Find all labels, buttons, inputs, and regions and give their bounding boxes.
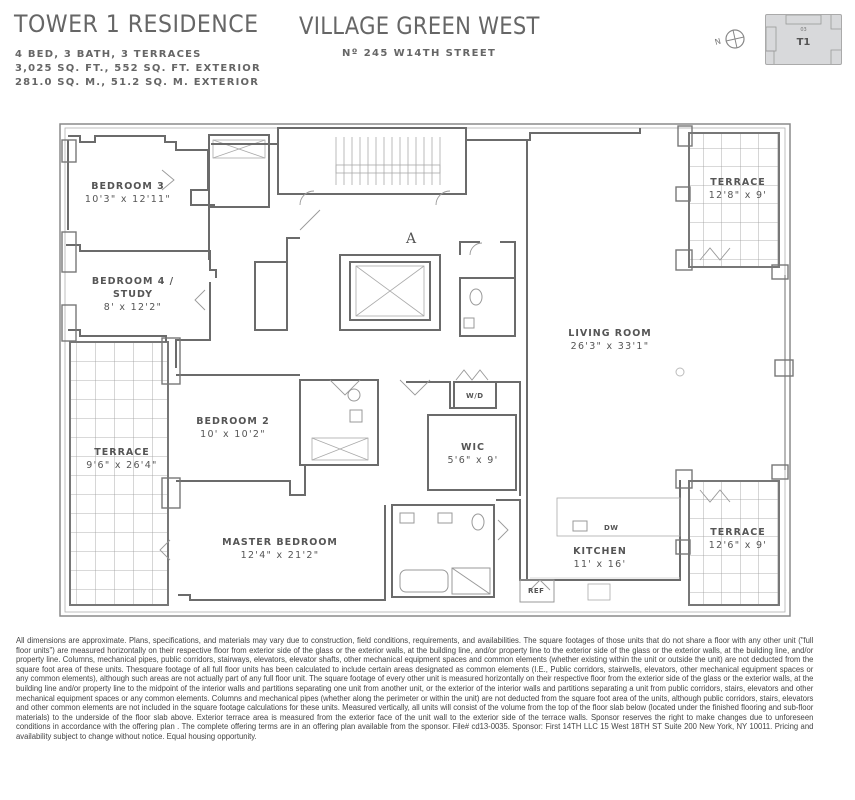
north-arrow-icon: N (713, 25, 747, 57)
room-bedroom-4-study: BEDROOM 4 / STUDY 8' x 12'2" (91, 276, 175, 313)
room-terrace-northeast: TERRACE 12'8" x 9' (708, 177, 768, 201)
room-living-room: LIVING ROOM 26'3" x 33'1" (568, 328, 652, 352)
legal-disclaimer: All dimensions are approximate. Plans, s… (16, 636, 814, 741)
unit-specs: 4 BED, 3 BATH, 3 TERRACES 3,025 SQ. FT.,… (15, 48, 261, 90)
room-terrace-southeast: TERRACE 12'6" x 9' (708, 527, 768, 551)
room-bedroom-3: BEDROOM 3 10'3" x 12'11" (84, 181, 172, 205)
room-master-bedroom: MASTER BEDROOM 12'4" x 21'2" (222, 537, 338, 561)
spec-sqft: 3,025 SQ. FT., 552 SQ. FT. EXTERIOR (15, 63, 261, 74)
room-terrace-west: TERRACE 9'6" x 26'4" (86, 447, 158, 471)
washer-dryer-label: W/D (466, 392, 484, 400)
room-bedroom-2: BEDROOM 2 10' x 10'2" (196, 416, 270, 440)
building-name: VILLAGE GREEN WEST (299, 12, 540, 40)
north-label: N (714, 37, 722, 47)
spec-beds-baths: 4 BED, 3 BATH, 3 TERRACES (15, 49, 202, 60)
dishwasher-label: DW (604, 524, 619, 532)
key-plan-unit: T1 (796, 37, 811, 48)
room-kitchen: KITCHEN 11' x 16' (573, 546, 627, 570)
building-address: Nº 245 W14TH STREET (342, 48, 497, 59)
spec-sqm: 281.0 SQ. M., 51.2 SQ. M. EXTERIOR (15, 77, 260, 88)
elevator-marker: A (405, 231, 417, 247)
room-wic: WIC 5'6" x 9' (447, 442, 499, 466)
floor-plan: A (59, 123, 794, 617)
key-plan-level: 03 (800, 27, 807, 33)
key-plan: 03 T1 (765, 14, 842, 65)
refrigerator-label: REF (528, 587, 545, 595)
unit-title: TOWER 1 RESIDENCE (14, 10, 259, 38)
